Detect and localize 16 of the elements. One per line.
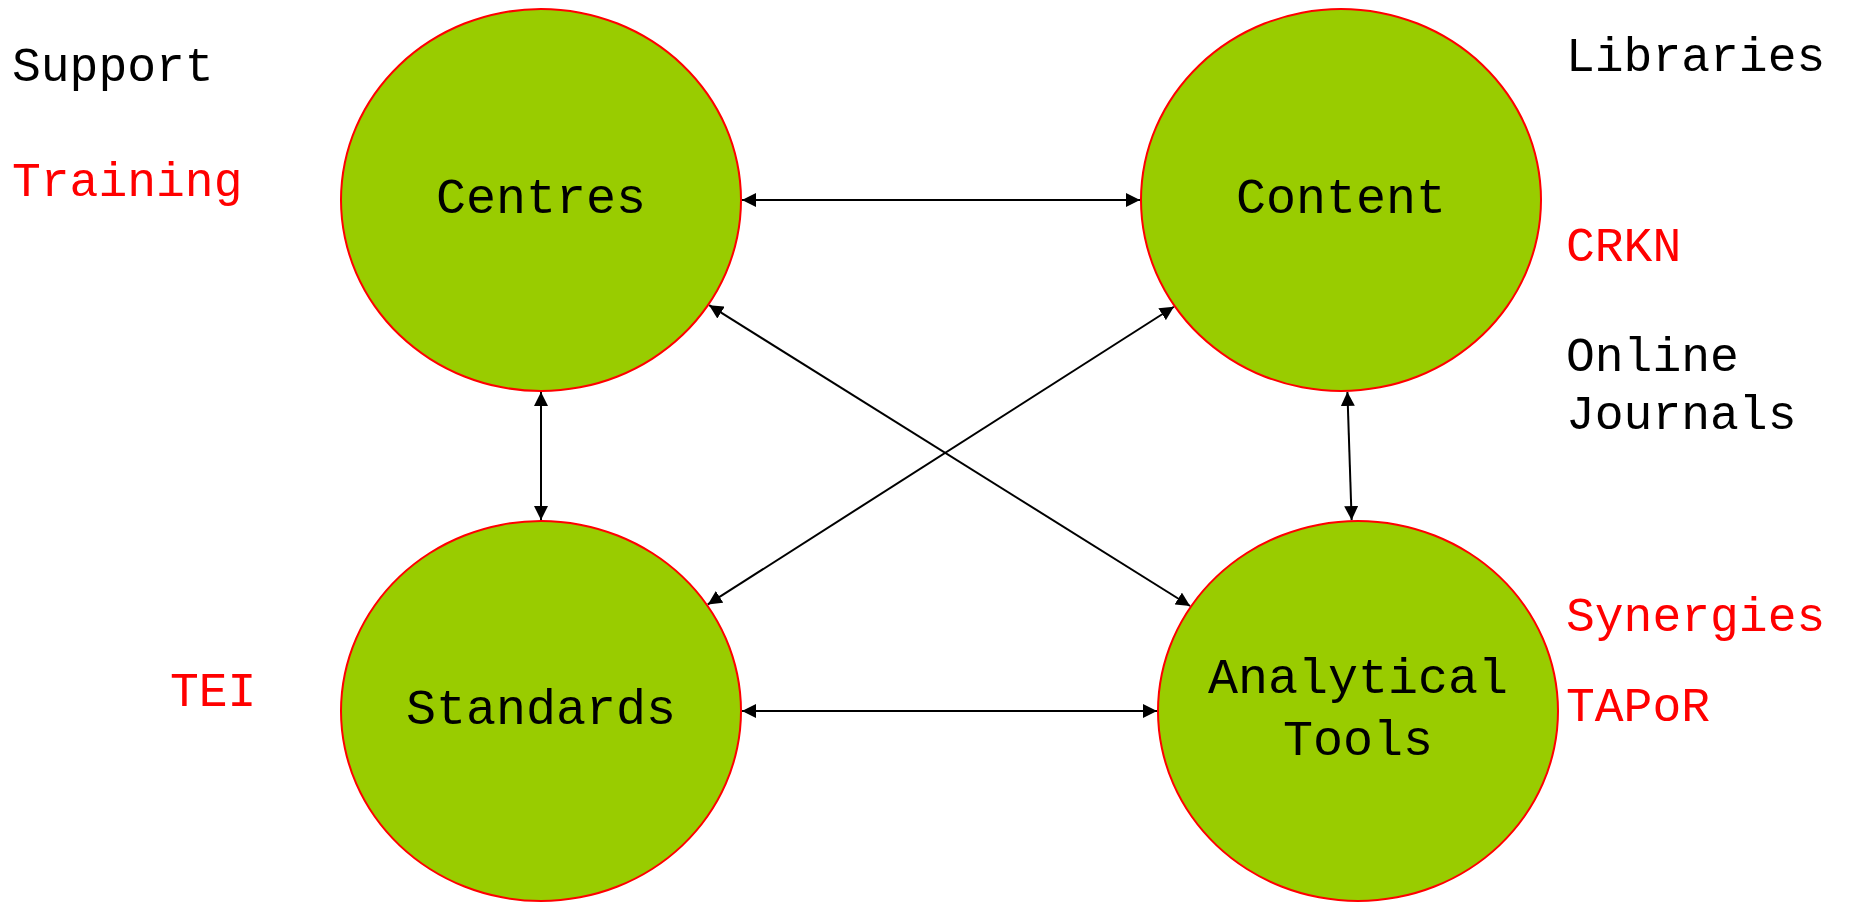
double-arrow (1340, 390, 1359, 522)
node-label: Centres (435, 169, 646, 230)
text-label: Online Journals (1566, 330, 1798, 445)
node-label: Content (1235, 169, 1446, 230)
text-label: Training (12, 155, 243, 212)
text-label: Support (12, 40, 214, 97)
text-label: TEI (170, 665, 257, 722)
double-arrow (741, 193, 1141, 207)
text-label: CRKN (1566, 220, 1682, 277)
double-arrow (534, 391, 548, 521)
text-label: Synergies (1566, 590, 1826, 647)
text-label: TAPoR (1566, 680, 1711, 737)
double-arrow (741, 704, 1158, 718)
node-label: Standards (405, 680, 676, 741)
text-label: Libraries (1566, 30, 1826, 87)
node-label: Analytical Tools (1206, 649, 1510, 772)
